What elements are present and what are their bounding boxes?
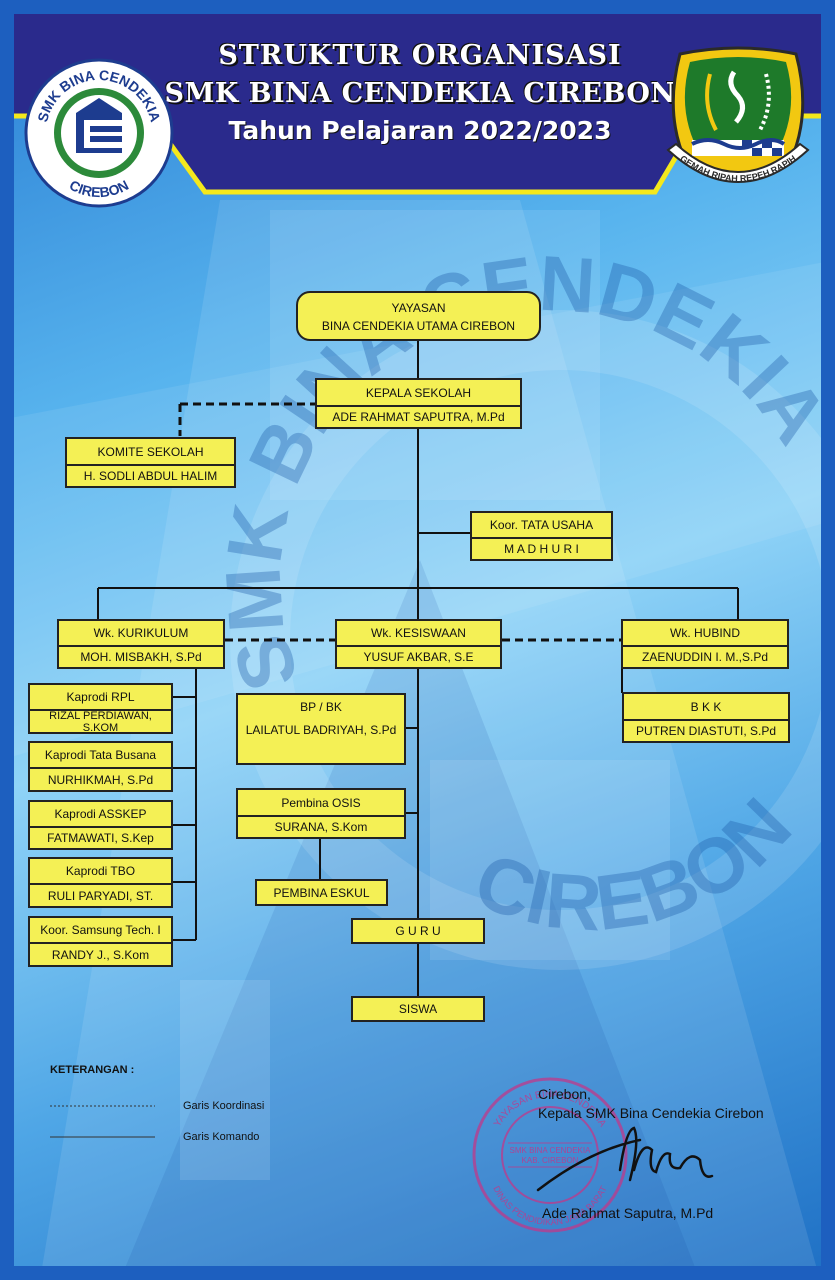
pembina-osis-box: Pembina OSIS SURANA, S.Kom — [236, 788, 406, 839]
wk-hubind-name: ZAENUDDIN I. M.,S.Pd — [623, 645, 787, 667]
signature-position: Kepala SMK Bina Cendekia Cirebon — [538, 1105, 764, 1121]
bkk-name: PUTREN DIASTUTI, S.Pd — [624, 719, 788, 741]
kaprodi-box: Kaprodi Tata Busana NURHIKMAH, S.Pd — [28, 741, 173, 792]
title-line-2: SMK BINA CENDEKIA CIREBON — [164, 78, 676, 109]
kaprodi-title: Kaprodi Tata Busana — [44, 748, 157, 762]
logo-bottom-text: CIREBON — [67, 177, 131, 200]
wk-kesiswaan-name: YUSUF AKBAR, S.E — [337, 645, 500, 667]
title-line-1: STRUKTUR ORGANISASI — [218, 40, 622, 71]
tata-usaha-name: M A D H U R I — [472, 537, 611, 559]
tata-usaha-box: Koor. TATA USAHA M A D H U R I — [470, 511, 613, 561]
kepala-sekolah-title: KEPALA SEKOLAH — [365, 385, 472, 400]
kaprodi-name: NURHIKMAH, S.Pd — [30, 767, 171, 790]
bp-bk-name: LAILATUL BADRIYAH, S.Pd — [245, 723, 397, 737]
komite-sekolah-title: KOMITE SEKOLAH — [97, 444, 204, 459]
stamp-center-line-2: KAB. CIREBON — [522, 1156, 579, 1165]
guru-box: G U R U — [351, 918, 485, 944]
komite-sekolah-name: H. SODLI ABDUL HALIM — [67, 464, 234, 486]
kaprodi-name: RANDY J., S.Kom — [30, 942, 171, 965]
official-stamp: YAYASAN BINA CENDEKIA DINAS PENDIDIKAN J… — [472, 1077, 628, 1233]
siswa-box: SISWA — [351, 996, 485, 1022]
pembina-eskul-title: PEMBINA ESKUL — [273, 885, 370, 900]
yayasan-line-1: YAYASAN — [391, 300, 446, 315]
kepala-sekolah-name: ADE RAHMAT SAPUTRA, M.Pd — [317, 405, 520, 427]
kaprodi-title: Kaprodi RPL — [66, 690, 135, 704]
kaprodi-box: Kaprodi RPL RIZAL PERDIAWAN, S.KOM — [28, 683, 173, 734]
pembina-osis-title: Pembina OSIS — [281, 795, 361, 810]
signature-city: Cirebon, — [538, 1086, 591, 1102]
kaprodi-box: Kaprodi ASSKEP FATMAWATI, S.Kep — [28, 800, 173, 850]
bkk-title: B K K — [690, 699, 722, 714]
legend-command-label: Garis Komando — [183, 1131, 260, 1143]
siswa-title: SISWA — [398, 1002, 438, 1016]
kaprodi-title: Kaprodi TBO — [65, 864, 136, 878]
legend-coordination-label: Garis Koordinasi — [183, 1100, 265, 1112]
kaprodi-title: Koor. Samsung Tech. I — [40, 923, 161, 937]
wk-hubind-title: Wk. HUBIND — [670, 626, 740, 640]
wk-kurikulum-box: Wk. KURIKULUM MOH. MISBAKH, S.Pd — [57, 619, 225, 669]
kaprodi-name: FATMAWATI, S.Kep — [30, 826, 171, 848]
pembina-eskul-box: PEMBINA ESKUL — [255, 879, 388, 906]
kaprodi-name: RIZAL PERDIAWAN, S.KOM — [30, 709, 171, 734]
kaprodi-title: Kaprodi ASSKEP — [54, 807, 147, 821]
bp-bk-box: BP / BK LAILATUL BADRIYAH, S.Pd — [236, 693, 406, 765]
stamp-center-line-1: SMK BINA CENDEKIA — [510, 1146, 592, 1155]
kaprodi-box: Koor. Samsung Tech. I RANDY J., S.Kom — [28, 916, 173, 967]
wk-kesiswaan-title: Wk. KESISWAAN — [371, 626, 466, 640]
title-line-3: Tahun Pelajaran 2022/2023 — [228, 116, 612, 145]
kepala-sekolah-box: KEPALA SEKOLAH ADE RAHMAT SAPUTRA, M.Pd — [315, 378, 522, 429]
signature-name: Ade Rahmat Saputra, M.Pd — [542, 1205, 714, 1221]
kaprodi-name: RULI PARYADI, ST. — [30, 883, 171, 906]
legend-title: KETERANGAN : — [50, 1064, 135, 1076]
wk-hubind-box: Wk. HUBIND ZAENUDDIN I. M.,S.Pd — [621, 619, 789, 669]
yayasan-line-2: BINA CENDEKIA UTAMA CIREBON — [321, 319, 516, 333]
handwritten-signature — [536, 1126, 714, 1192]
bkk-box: B K K PUTREN DIASTUTI, S.Pd — [622, 692, 790, 743]
kaprodi-box: Kaprodi TBO RULI PARYADI, ST. — [28, 857, 173, 908]
yayasan-box: YAYASAN BINA CENDEKIA UTAMA CIREBON — [296, 291, 541, 341]
guru-title: G U R U — [395, 924, 441, 938]
wk-kesiswaan-box: Wk. KESISWAAN YUSUF AKBAR, S.E — [335, 619, 502, 669]
tata-usaha-title: Koor. TATA USAHA — [489, 518, 594, 532]
school-logo: SMK BINA CENDEKIA CIREBON — [24, 58, 174, 208]
bp-bk-title: BP / BK — [300, 700, 342, 714]
pembina-osis-name: SURANA, S.Kom — [238, 815, 404, 837]
komite-sekolah-box: KOMITE SEKOLAH H. SODLI ABDUL HALIM — [65, 437, 236, 488]
province-crest-logo: GEMAH RIPAH REPEH RAPIH — [666, 46, 810, 184]
wk-kurikulum-name: MOH. MISBAKH, S.Pd — [59, 645, 223, 667]
wk-kurikulum-title: Wk. KURIKULUM — [93, 626, 189, 640]
